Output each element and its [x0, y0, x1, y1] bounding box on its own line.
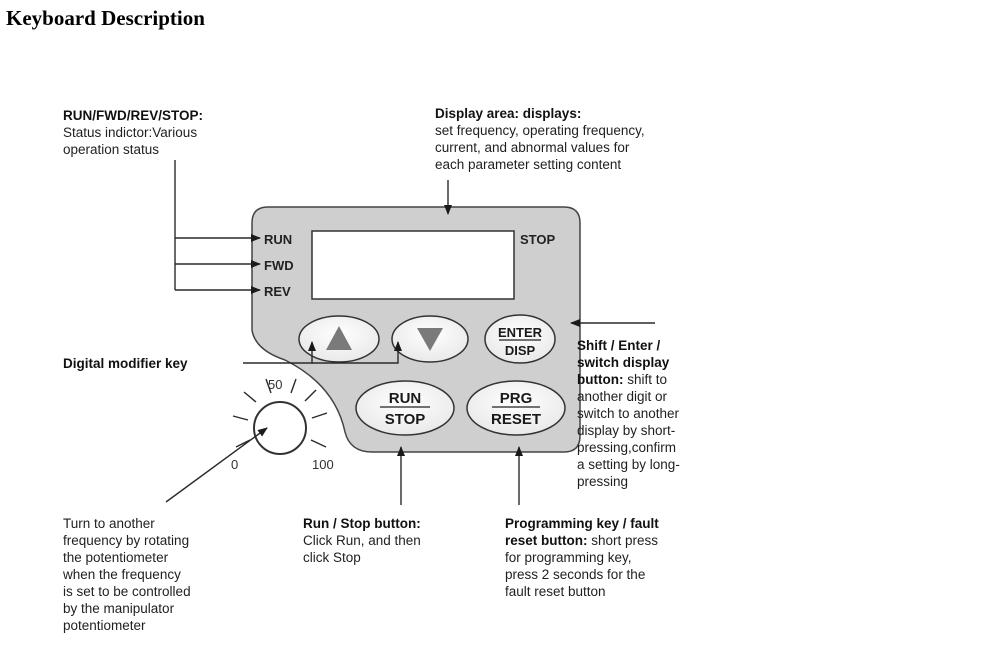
run-key-label: RUN [389, 390, 422, 407]
display-line-3: each parameter setting content [435, 157, 621, 172]
stop-key-label: STOP [385, 411, 426, 428]
status-line-1: Status indictor:Various [63, 125, 197, 140]
prg-desc-2: press 2 seconds for the [505, 567, 645, 582]
shift-desc-2: another digit or [577, 389, 668, 404]
prg-key-label: PRG [500, 390, 533, 407]
display-screen [311, 230, 515, 300]
prg-desc-0: short press [588, 533, 659, 548]
shift-line-3: button: shift to [577, 372, 667, 387]
pot-line-3: the potentiometer [63, 550, 169, 565]
reset-key-label: RESET [491, 411, 541, 428]
shift-desc-6: a setting by long- [577, 457, 680, 472]
enter-disp-key[interactable]: ENTER DISP [484, 314, 556, 364]
shift-desc-7: pressing [577, 474, 628, 489]
shift-desc-4: display by short- [577, 423, 675, 438]
pot-line-5: is set to be controlled [63, 584, 191, 599]
pot-line-1: Turn to another [63, 516, 155, 531]
potentiometer-leader [165, 427, 268, 503]
shift-desc-3: switch to another [577, 406, 680, 421]
dial-min-label: 0 [231, 457, 238, 472]
prg-desc-1: for programming key, [505, 550, 632, 565]
down-key[interactable] [391, 315, 469, 363]
runstop-line-1: Click Run, and then [303, 533, 421, 548]
indicator-stop: STOP [520, 232, 555, 247]
prg-title-2: reset button: [505, 533, 588, 548]
indicator-run: RUN [264, 232, 292, 247]
display-line-1: set frequency, operating frequency, [435, 123, 645, 138]
indicator-rev: REV [264, 284, 291, 299]
indicator-fwd: FWD [264, 258, 294, 273]
pot-line-7: potentiometer [63, 618, 146, 633]
enter-label: ENTER [498, 325, 543, 340]
triangle-down-icon [417, 328, 443, 351]
disp-label: DISP [505, 343, 536, 358]
up-key[interactable] [298, 315, 380, 363]
page-title: Keyboard Description [6, 6, 205, 30]
potentiometer-dial[interactable] [232, 378, 328, 455]
prg-title-1: Programming key / fault [505, 516, 659, 531]
pot-line-6: by the manipulator [63, 601, 175, 616]
display-line-2: current, and abnormal values for [435, 140, 630, 155]
shift-title-2: switch display [577, 355, 670, 370]
digital-title: Digital modifier key [63, 356, 188, 371]
run-stop-key[interactable]: RUN STOP [355, 380, 455, 436]
shift-title-1: Shift / Enter / [577, 338, 661, 353]
digital-leader-line-2 [312, 341, 402, 364]
prg-line-2: reset button: short press [505, 533, 658, 548]
prg-reset-key[interactable]: PRG RESET [466, 380, 566, 436]
dial-mid-label: 50 [268, 377, 282, 392]
prg-desc-3: fault reset button [505, 584, 606, 599]
shift-desc-5: pressing,confirm [577, 440, 676, 455]
display-title: Display area: displays: [435, 106, 581, 121]
pot-line-2: frequency by rotating [63, 533, 189, 548]
status-line-2: operation status [63, 142, 159, 157]
shift-title-3: button: [577, 372, 623, 387]
dial-max-label: 100 [312, 457, 334, 472]
triangle-up-icon [326, 326, 352, 350]
status-title: RUN/FWD/REV/STOP: [63, 108, 203, 123]
runstop-line-2: click Stop [303, 550, 361, 565]
runstop-title: Run / Stop button: [303, 516, 421, 531]
shift-desc-1: shift to [623, 372, 667, 387]
pot-line-4: when the frequency [62, 567, 181, 582]
